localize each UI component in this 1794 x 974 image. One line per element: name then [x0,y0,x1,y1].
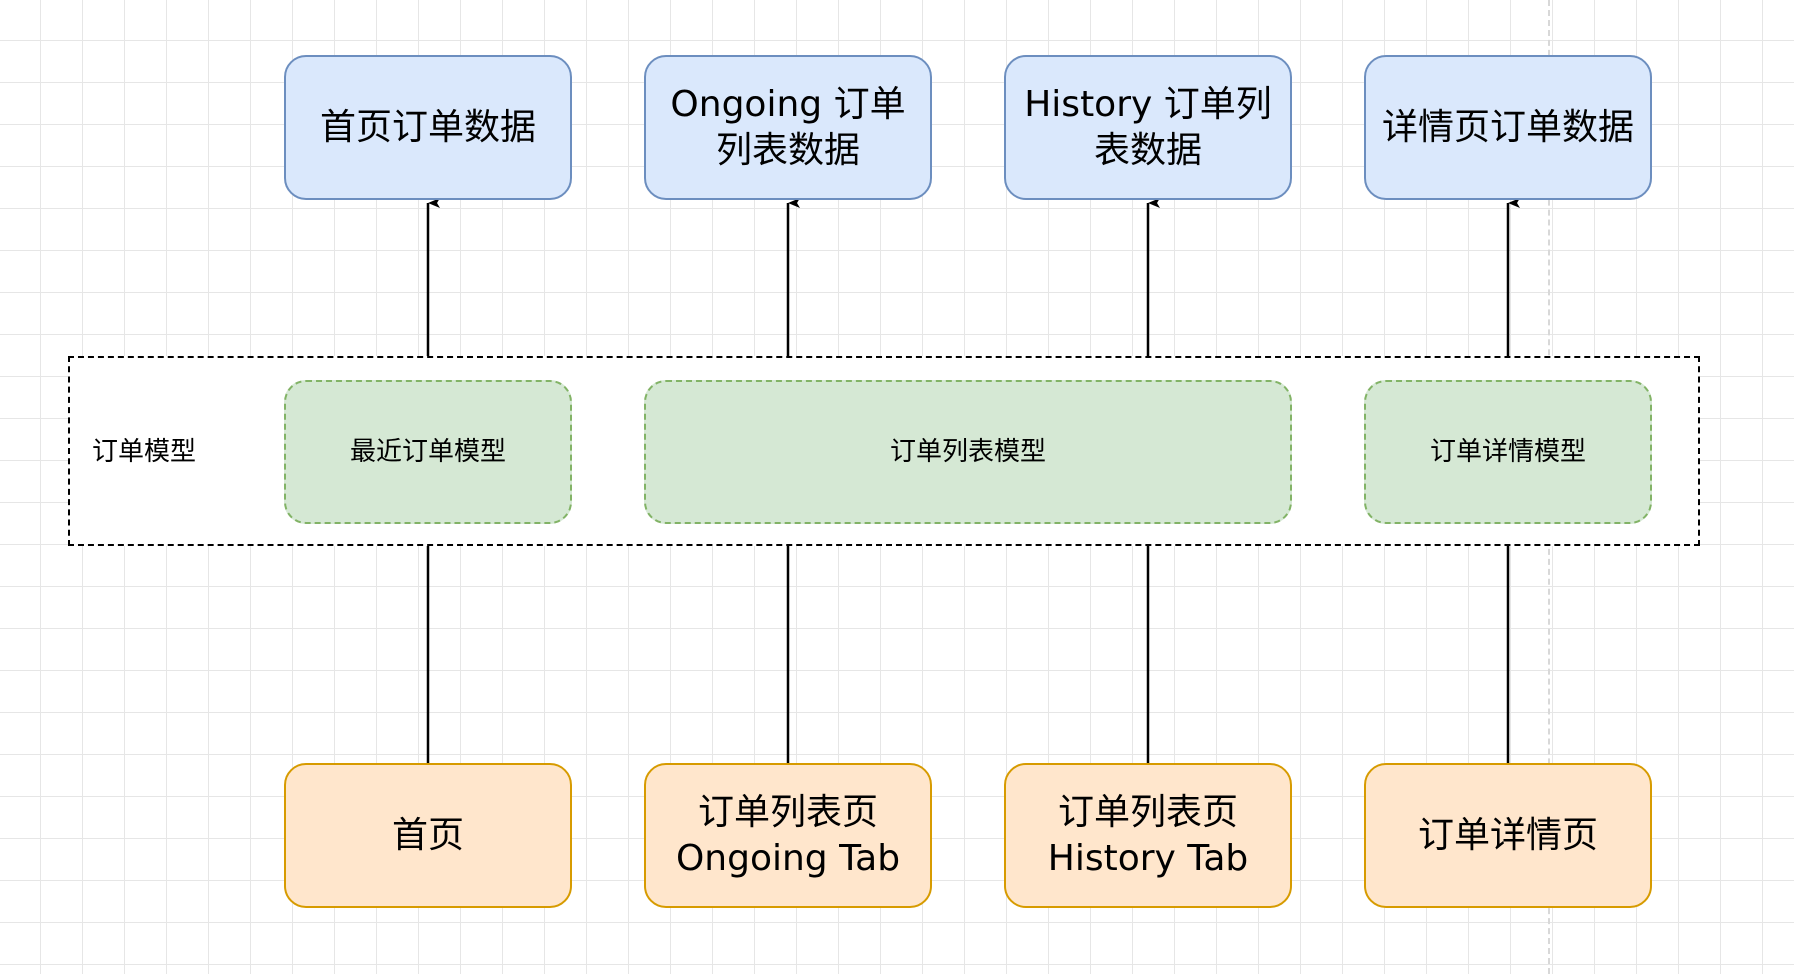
model-node-recent-orders[interactable]: 最近订单模型 [284,380,572,524]
page-node-label: 订单列表页 Ongoing Tab [675,791,901,879]
data-node-label: History 订单列表数据 [1024,83,1272,171]
page-node-order-list-ongoing[interactable]: 订单列表页 Ongoing Tab [644,763,932,908]
data-node-label: 首页订单数据 [319,106,536,148]
order-model-group-label: 订单模型 [92,437,197,467]
model-node-label: 订单列表模型 [889,437,1046,467]
data-node-ongoing-orders[interactable]: Ongoing 订单列表数据 [644,55,932,200]
data-node-label: 详情页订单数据 [1381,106,1634,148]
data-node-label: Ongoing 订单列表数据 [670,83,906,171]
data-node-homepage-orders[interactable]: 首页订单数据 [284,55,572,200]
model-node-label: 最近订单模型 [349,437,506,467]
page-node-label: 订单详情页 [1417,814,1598,856]
model-node-order-detail[interactable]: 订单详情模型 [1364,380,1652,524]
model-node-order-list[interactable]: 订单列表模型 [644,380,1292,524]
model-node-label: 订单详情模型 [1429,437,1586,467]
page-node-homepage[interactable]: 首页 [284,763,572,908]
data-node-detail-orders[interactable]: 详情页订单数据 [1364,55,1652,200]
page-node-order-list-history[interactable]: 订单列表页 History Tab [1004,763,1292,908]
page-node-order-detail[interactable]: 订单详情页 [1364,763,1652,908]
page-node-label: 首页 [391,814,464,856]
page-node-label: 订单列表页 History Tab [1047,791,1249,879]
data-node-history-orders[interactable]: History 订单列表数据 [1004,55,1292,200]
